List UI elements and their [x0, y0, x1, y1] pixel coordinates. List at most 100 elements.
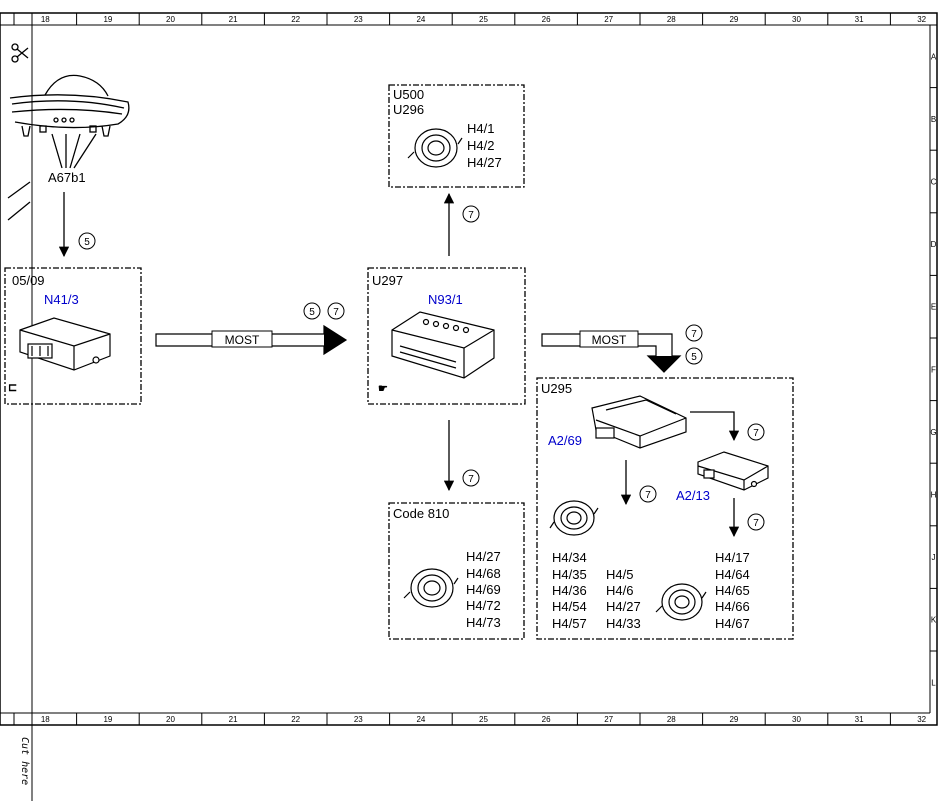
- speaker-icon-u295-left: [549, 500, 599, 536]
- column-label: 29: [729, 715, 738, 724]
- most-label-1: MOST: [225, 333, 260, 347]
- u500-header: U500: [393, 87, 424, 102]
- column-label: 32: [917, 15, 926, 24]
- row-label: K: [931, 616, 937, 625]
- u297-module-label: N93/1: [428, 292, 463, 307]
- u295-col1-speaker-1: H4/34: [552, 550, 587, 565]
- column-label: 30: [792, 15, 801, 24]
- column-label: 24: [416, 15, 425, 24]
- row-label: E: [931, 303, 936, 312]
- mirror-sensor-label: A67b1: [48, 170, 86, 185]
- column-label: 20: [166, 15, 175, 24]
- amp-to-module-arrow: [690, 411, 740, 442]
- column-label: 30: [792, 715, 801, 724]
- footnote-5-mirror: 5: [78, 232, 96, 250]
- u295-col2-speaker-3: H4/27: [606, 599, 641, 614]
- u295-col3-speaker-1: H4/17: [715, 550, 750, 565]
- speaker-icon-code810: [403, 568, 459, 608]
- book-ref-icon-n41: ⊏: [8, 382, 17, 394]
- u500-group-box: [388, 84, 525, 188]
- row-label: J: [932, 553, 936, 562]
- svg-text:7: 7: [753, 428, 759, 439]
- column-label: 32: [917, 715, 926, 724]
- u295-col2-speaker-2: H4/6: [606, 583, 633, 598]
- u295-col1-speaker-2: H4/35: [552, 567, 587, 582]
- svg-text:7: 7: [753, 518, 759, 529]
- n41-group-box: [4, 267, 142, 405]
- column-label: 22: [291, 15, 300, 24]
- footnote-7-amp-down: 7: [639, 485, 657, 503]
- u500-speaker-1: H4/1: [467, 121, 494, 136]
- column-label: 27: [604, 715, 613, 724]
- u295-col3-speaker-5: H4/67: [715, 616, 750, 631]
- column-label: 23: [354, 715, 363, 724]
- svg-text:5: 5: [309, 307, 315, 318]
- module-a213-label: A2/13: [676, 488, 710, 503]
- amplifier-icon: [591, 395, 687, 449]
- row-label: D: [931, 240, 937, 249]
- column-label: 22: [291, 715, 300, 724]
- scissors-icon: [11, 43, 29, 63]
- u500-speaker-3: H4/27: [467, 155, 502, 170]
- footnote-5-most2: 5: [685, 347, 703, 365]
- svg-text:7: 7: [468, 474, 474, 485]
- column-label: 31: [855, 15, 864, 24]
- drawing-frame: [0, 12, 938, 801]
- cut-here-text: Cut here: [19, 737, 30, 785]
- u296-header: U296: [393, 102, 424, 117]
- module-a213-icon: [697, 451, 769, 491]
- row-label: H: [931, 491, 937, 500]
- u295-col1-speaker-5: H4/57: [552, 616, 587, 631]
- column-label: 20: [166, 715, 175, 724]
- footnote-7-module-down: 7: [747, 513, 765, 531]
- u295-col1-speaker-4: H4/54: [552, 599, 587, 614]
- u297-header: U297: [372, 273, 403, 288]
- column-label: 19: [103, 715, 112, 724]
- code810-group-box: [388, 502, 525, 640]
- code810-header: Code 810: [393, 506, 449, 521]
- svg-text:5: 5: [691, 352, 697, 363]
- column-label: 29: [729, 15, 738, 24]
- u295-col1-speaker-3: H4/36: [552, 583, 587, 598]
- footnote-7-most2: 7: [685, 324, 703, 342]
- column-label: 25: [479, 15, 488, 24]
- column-label: 26: [542, 715, 551, 724]
- svg-text:5: 5: [84, 237, 90, 248]
- code810-speaker-1: H4/27: [466, 549, 501, 564]
- footnote-7-up: 7: [462, 205, 480, 223]
- n41-module-label: N41/3: [44, 292, 79, 307]
- n41-header: 05/09: [12, 273, 45, 288]
- speaker-icon-u295-right: [655, 583, 707, 621]
- column-label: 18: [41, 15, 50, 24]
- column-label: 28: [667, 715, 676, 724]
- svg-text:7: 7: [691, 329, 697, 340]
- control-module-icon: [19, 317, 111, 371]
- footnote-7-down: 7: [462, 469, 480, 487]
- u295-col3-speaker-3: H4/65: [715, 583, 750, 598]
- row-label: L: [931, 678, 936, 687]
- u500-speaker-2: H4/2: [467, 138, 494, 153]
- row-label: A: [931, 52, 937, 61]
- column-label: 18: [41, 715, 50, 724]
- head-unit-icon: [391, 311, 495, 379]
- book-ref-icon-u297: ☛: [378, 383, 388, 395]
- footnote-5-most1: 5: [303, 302, 321, 320]
- row-label: G: [930, 428, 936, 437]
- column-label: 21: [229, 15, 238, 24]
- column-label: 24: [416, 715, 425, 724]
- speaker-icon-u500: [407, 128, 463, 168]
- column-label: 19: [103, 15, 112, 24]
- footnote-7-amp-right: 7: [747, 423, 765, 441]
- u295-col2-speaker-1: H4/5: [606, 567, 633, 582]
- u295-header: U295: [541, 381, 572, 396]
- row-label: C: [931, 178, 937, 187]
- column-label: 25: [479, 715, 488, 724]
- u295-col3-speaker-2: H4/64: [715, 567, 750, 582]
- code810-speaker-2: H4/68: [466, 566, 501, 581]
- svg-text:7: 7: [333, 307, 339, 318]
- column-label: 31: [855, 715, 864, 724]
- code810-speaker-4: H4/72: [466, 598, 501, 613]
